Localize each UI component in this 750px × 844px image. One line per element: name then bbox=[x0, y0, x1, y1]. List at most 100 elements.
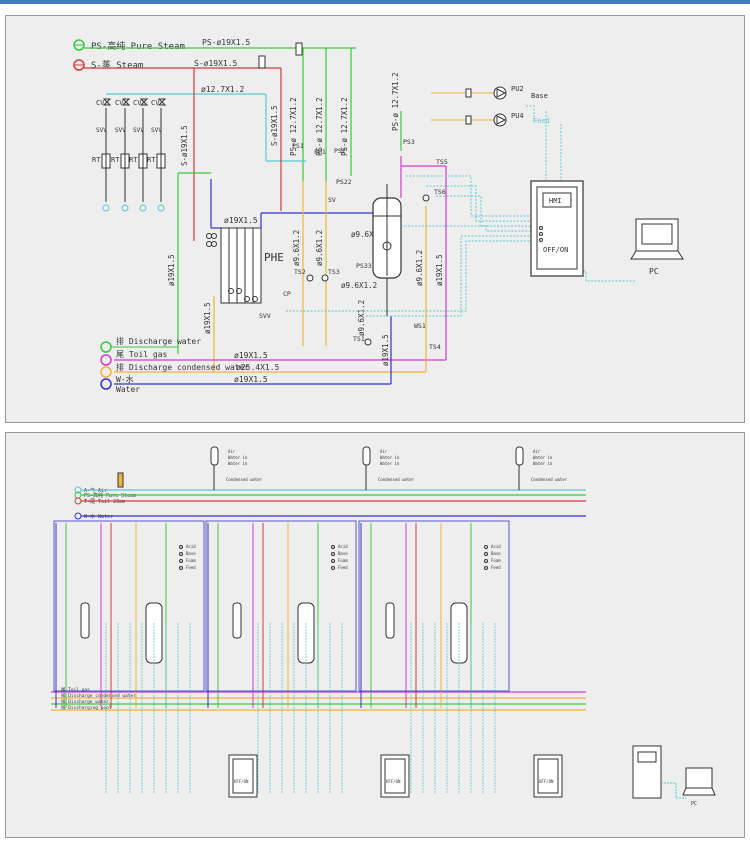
svg-text:CV: CV bbox=[133, 99, 142, 107]
svg-text:Acid: Acid bbox=[338, 544, 348, 549]
fermenter-vessel bbox=[372, 156, 402, 316]
svg-text:Base: Base bbox=[338, 551, 348, 556]
svg-text:尾 Toil gas: 尾 Toil gas bbox=[116, 350, 168, 359]
svg-text:Air: Air bbox=[228, 449, 236, 454]
svg-text:Water in: Water in bbox=[533, 455, 553, 460]
svg-text:TS1: TS1 bbox=[353, 335, 365, 343]
pc-icon: PC bbox=[630, 218, 684, 276]
svg-text:Water in: Water in bbox=[380, 455, 400, 460]
phe-exchanger: PHE ø19X1.5 bbox=[206, 216, 284, 304]
svg-text:Foam: Foam bbox=[338, 558, 348, 563]
svg-text:ø19X1.5: ø19X1.5 bbox=[234, 375, 268, 384]
svg-text:CV: CV bbox=[96, 99, 105, 107]
svg-text:Air: Air bbox=[533, 449, 541, 454]
bottom-water-line: ø19X1.5 bbox=[114, 316, 392, 385]
outlet-toil-gas: 尾 Toil gas ø19X1.5 bbox=[100, 350, 268, 366]
svg-text:RT: RT bbox=[129, 156, 138, 164]
s-vertical2-label: S-ø19X1.5 bbox=[180, 125, 189, 166]
outlet-water: W-水 Water ø19X1.5 bbox=[100, 374, 268, 394]
mid4-label: ø9.6X1.2 bbox=[341, 281, 377, 290]
svg-text:CV: CV bbox=[115, 99, 124, 107]
pure-steam-inlet: PS-高纯 Pure Steam PS-ø19X1.5 bbox=[73, 38, 356, 52]
water-loop bbox=[210, 179, 376, 229]
svg-text:排 Discharge condensed water: 排 Discharge condensed water bbox=[116, 362, 249, 372]
pu4-label: PU4 bbox=[511, 112, 524, 120]
pu2-label: PU2 bbox=[511, 85, 524, 93]
svg-text:ø25.4X1.5: ø25.4X1.5 bbox=[236, 363, 280, 372]
svg-text:Air: Air bbox=[380, 449, 388, 454]
pure-steam-label: PS-高纯 Pure Steam bbox=[91, 40, 185, 52]
condensed-line: ø9.6X1.2 bbox=[114, 206, 427, 373]
vert-bot-label: ø19X1.5 bbox=[381, 334, 390, 366]
pump-pu4: PU4 Feed bbox=[431, 112, 550, 127]
phe-top-pipe-label: ø19X1.5 bbox=[224, 216, 258, 225]
svg-text:PS2: PS2 bbox=[334, 147, 346, 155]
svg-text:Feed: Feed bbox=[491, 565, 501, 570]
dosing-valve-bank: CV SVV RT CV SVV RT CV SVV RT CV bbox=[92, 98, 167, 212]
svg-text:T-尾 Toil 20mm: T-尾 Toil 20mm bbox=[84, 499, 125, 505]
svg-text:TS3: TS3 bbox=[328, 268, 340, 276]
s-vertical-label: S-ø19X1.5 bbox=[270, 105, 279, 146]
svg-text:FM1: FM1 bbox=[314, 148, 326, 156]
svg-text:Base: Base bbox=[491, 551, 501, 556]
svg-text:OFF/ON: OFF/ON bbox=[386, 779, 401, 784]
left-vertical-lines: ø19X1.5 ø19X1.5 bbox=[167, 172, 215, 371]
outlet-condensed: 排 Discharge condensed water ø25.4X1.5 bbox=[100, 362, 280, 378]
svg-text:SV: SV bbox=[328, 196, 336, 204]
right1-label: ø9.6X1.2 bbox=[415, 250, 424, 286]
svg-text:CP: CP bbox=[283, 290, 291, 298]
svg-text:RT: RT bbox=[111, 156, 120, 164]
svg-text:TS4: TS4 bbox=[429, 343, 441, 351]
svg-text:RT: RT bbox=[92, 156, 101, 164]
diagram-panel-single-unit: PS-高纯 Pure Steam PS-ø19X1.5 S-蒸 Steam S-… bbox=[5, 15, 745, 423]
svg-text:排 Discharge condensed water: 排 Discharge condensed water bbox=[61, 692, 136, 699]
ps-v2-label: PS-ø 12.7X1.2 bbox=[315, 97, 324, 156]
svg-text:TS5: TS5 bbox=[436, 158, 448, 166]
mid5-label: ø9.6X1.2 bbox=[357, 300, 366, 336]
mid1-label: ø9.6X1.2 bbox=[292, 230, 301, 266]
svg-text:TS2: TS2 bbox=[294, 268, 306, 276]
svg-text:Water in: Water in bbox=[228, 455, 248, 460]
svg-text:PS22: PS22 bbox=[336, 178, 352, 186]
svg-text:Base: Base bbox=[186, 551, 196, 556]
svg-text:CV: CV bbox=[151, 99, 160, 107]
p2-pc-icon: PC bbox=[661, 767, 716, 807]
ps-main-pipe-label: PS-ø19X1.5 bbox=[202, 38, 250, 47]
svg-text:SVV: SVV bbox=[259, 312, 271, 320]
svg-text:TS6: TS6 bbox=[434, 188, 446, 196]
svg-text:Water in: Water in bbox=[228, 461, 248, 466]
svg-text:PC: PC bbox=[691, 801, 697, 807]
steam-label: S-蒸 Steam bbox=[91, 59, 143, 71]
phe-label: PHE bbox=[264, 251, 284, 264]
hmi-label: HMI bbox=[549, 197, 562, 205]
pc-label: PC bbox=[649, 267, 659, 276]
right2-label: ø19X1.5 bbox=[435, 254, 444, 286]
svg-text:OFF/ON: OFF/ON bbox=[234, 779, 249, 784]
pid-diagram-three: A-气 Air PS-高纯 Pure Steam T-尾 Toil 20mm W… bbox=[51, 446, 716, 807]
svg-text:Condensed water: Condensed water bbox=[226, 477, 263, 482]
svg-text:W-水: W-水 bbox=[116, 374, 134, 384]
ps-v4-label: PS-ø 12.7X1.2 bbox=[391, 72, 400, 131]
off-on-label: OFF/ON bbox=[543, 246, 568, 254]
left-vert-label: ø19X1.5 bbox=[167, 254, 176, 286]
steam-inlet: S-蒸 Steam S-ø19X1.5 bbox=[73, 59, 281, 71]
sample-branch-line: ø12.7X1.2 bbox=[106, 85, 306, 162]
steam-trap-icon bbox=[258, 42, 303, 69]
svg-text:RT: RT bbox=[147, 156, 156, 164]
svg-text:Water in: Water in bbox=[533, 461, 553, 466]
branch-pipe-label: ø12.7X1.2 bbox=[201, 85, 245, 94]
mid2-label: ø9.6X1.2 bbox=[315, 230, 324, 266]
pu2-fluid: Base bbox=[531, 92, 548, 100]
svg-text:OFF/ON: OFF/ON bbox=[539, 779, 554, 784]
instrument-tags: PS1 FM1 PS2 PS22 PS3 TS5 TS6 PS33 TS2 TS… bbox=[259, 138, 448, 351]
left-vert2-label: ø19X1.5 bbox=[203, 302, 212, 334]
svg-text:Water: Water bbox=[116, 385, 140, 394]
svg-text:Water in: Water in bbox=[380, 461, 400, 466]
svg-text:Acid: Acid bbox=[491, 544, 501, 549]
outlet-discharge-water: 排 Discharge water bbox=[100, 336, 201, 353]
svg-text:Acid: Acid bbox=[186, 544, 196, 549]
